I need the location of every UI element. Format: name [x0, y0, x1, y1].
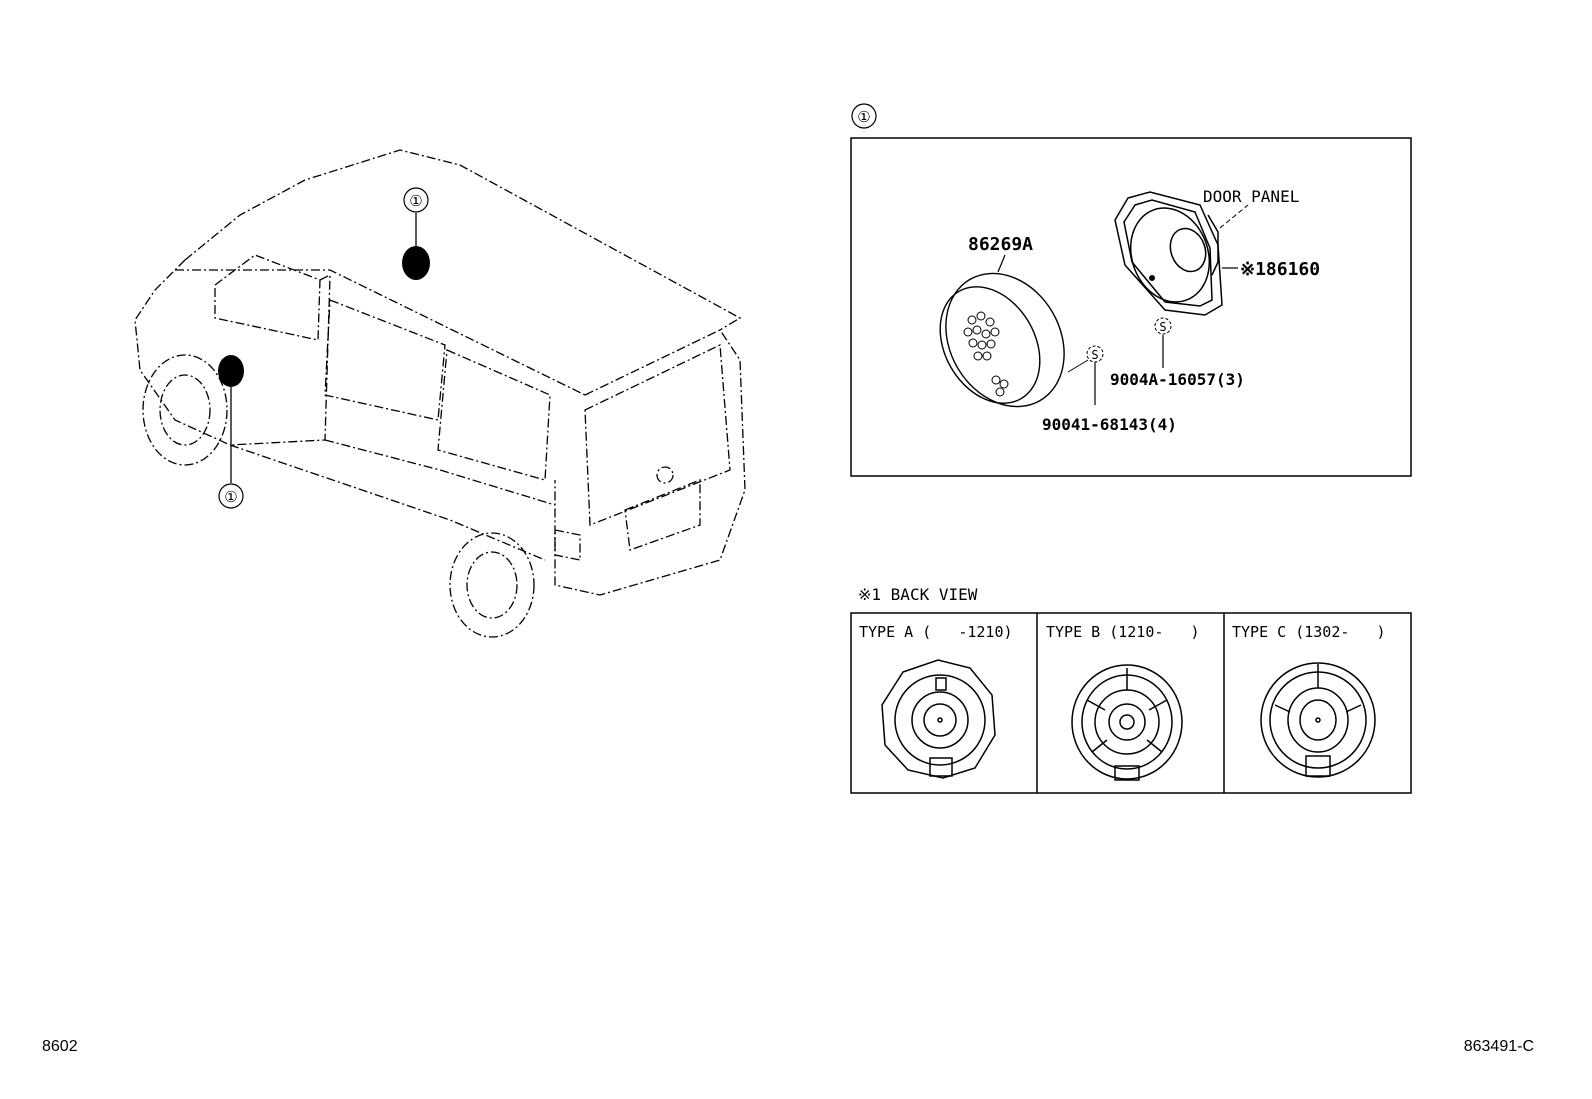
roof-callout-circle [403, 187, 429, 213]
screw-grille-symbol: S [1091, 348, 1098, 362]
door-callout-circle [218, 483, 244, 509]
door-speaker [1114, 191, 1223, 316]
back-view-table [850, 612, 1412, 794]
speaker-grille [939, 272, 1065, 408]
type-a-label: TYPE A ( -1210) [859, 623, 1013, 641]
box-callout-circle [851, 103, 877, 129]
van-illustration [134, 149, 746, 638]
page-code: 8602 [42, 1038, 78, 1055]
speaker-part-number: ※186160 [1240, 259, 1320, 280]
screw-speaker-symbol: S [1159, 320, 1166, 334]
roof-speaker-location [402, 246, 430, 280]
back-view-heading: ※1 BACK VIEW [858, 585, 978, 604]
door-speaker-location [218, 355, 244, 387]
screw-grille-part-number: 90041-68143(4) [1042, 415, 1177, 434]
type-c-label: TYPE C (1302- ) [1232, 623, 1386, 641]
exploded-view-frame [850, 137, 1412, 477]
drawing-number: 863491-C [1463, 1038, 1534, 1055]
door-panel-label: DOOR PANEL [1203, 187, 1299, 206]
type-b-label: TYPE B (1210- ) [1046, 623, 1200, 641]
roof-callout: ① [409, 192, 422, 210]
grille-part-number: 86269A [968, 234, 1033, 255]
speaker-type-b-icon [1071, 664, 1183, 781]
box-callout: ① [857, 108, 870, 126]
screw-speaker-part-number: 9004A-16057(3) [1110, 370, 1245, 389]
door-callout: ① [224, 488, 237, 506]
speaker-type-c-icon [1260, 662, 1376, 778]
speaker-type-a-icon [881, 659, 996, 779]
screw-icon [1154, 317, 1172, 335]
